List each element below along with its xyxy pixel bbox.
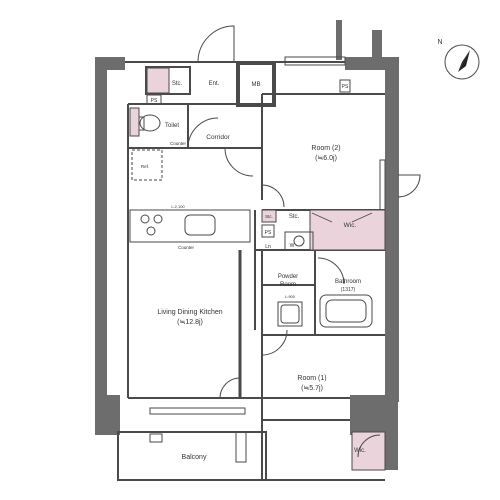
ldk-balcony-door <box>219 377 241 399</box>
toilet-bowl-icon <box>139 114 161 132</box>
washer-label: W <box>290 243 295 249</box>
doors <box>187 25 421 458</box>
ps-powder-label: PS <box>265 230 272 236</box>
compass-north-label: N <box>437 39 442 46</box>
compass-ring-icon <box>444 44 480 80</box>
linen-label: Ln <box>265 244 271 250</box>
north-compass: N <box>437 39 480 80</box>
room1-size: (≒5.7j) <box>301 385 323 392</box>
counter-toilet-label: Counter <box>170 141 187 146</box>
refrigerator-space <box>131 149 163 181</box>
storage-small <box>261 209 277 223</box>
ps-entry-label: PS <box>151 98 158 104</box>
wic-room1-door <box>357 434 381 458</box>
wic-room2-label: Wic. <box>344 222 357 229</box>
refrigerator-label: Ref. <box>141 164 149 169</box>
powder-dim-label: L:900 <box>285 294 296 299</box>
bathtub-icon <box>319 294 373 328</box>
corridor-door <box>224 147 254 177</box>
toilet-label: Toilet <box>165 123 179 129</box>
room2-door <box>261 184 285 208</box>
exterior-walls <box>95 20 399 470</box>
burner-icon <box>146 226 156 236</box>
entrance-label: Ent. <box>209 81 220 87</box>
storage-entry-label: Stc. <box>172 81 183 87</box>
balcony-utility <box>235 431 247 463</box>
interior-walls <box>117 61 385 481</box>
room1-label: Room (1) <box>297 375 326 382</box>
ps-room2-label: PS <box>342 84 349 90</box>
room2-size: (≒6.0j) <box>315 155 337 162</box>
entry-door <box>197 25 235 63</box>
room2-exterior-door <box>397 174 421 198</box>
fixtures <box>129 56 386 463</box>
storage-entry <box>146 67 170 94</box>
kitchen-counter <box>129 209 251 243</box>
storage-toilet <box>129 107 140 137</box>
room1-door <box>261 329 288 356</box>
ldk-label: Living Dining Kitchen <box>157 309 222 316</box>
washbasin-icon <box>277 301 303 327</box>
wic-room1-label: Wic. <box>354 448 366 454</box>
meter-box-label: MB <box>252 82 261 88</box>
kitchen-sink-icon <box>184 214 216 236</box>
window-ldk <box>149 407 246 415</box>
bathroom-size: (1317) <box>341 287 356 293</box>
bathroom-door <box>317 257 345 285</box>
kitchen-dim-label: L:2,100 <box>171 204 185 209</box>
ldk-size: (≒12.8j) <box>177 319 203 326</box>
powder-room-label-1: Powder <box>278 274 298 280</box>
labels: Living Dining Kitchen (≒12.8j) Room (1) … <box>141 81 366 461</box>
burner-icon <box>153 214 163 224</box>
storage-room2-label: Stc. <box>289 214 300 220</box>
powder-room-label-2: Room <box>280 282 296 288</box>
washing-machine-space <box>284 231 314 251</box>
walk-in-closet-room2 <box>309 209 386 251</box>
bathroom-label: Bathroom <box>335 279 361 285</box>
storage-areas <box>129 67 386 471</box>
balcony-label: Balcony <box>182 454 207 461</box>
toilet-door <box>187 117 219 149</box>
burner-icon <box>140 214 150 224</box>
window-room2 <box>284 56 346 66</box>
counter-kitchen-label: Counter <box>178 245 195 250</box>
corridor-label: Corridor <box>206 134 230 141</box>
storage-small-label: Stc. <box>265 214 273 219</box>
room2-label: Room (2) <box>311 145 340 152</box>
